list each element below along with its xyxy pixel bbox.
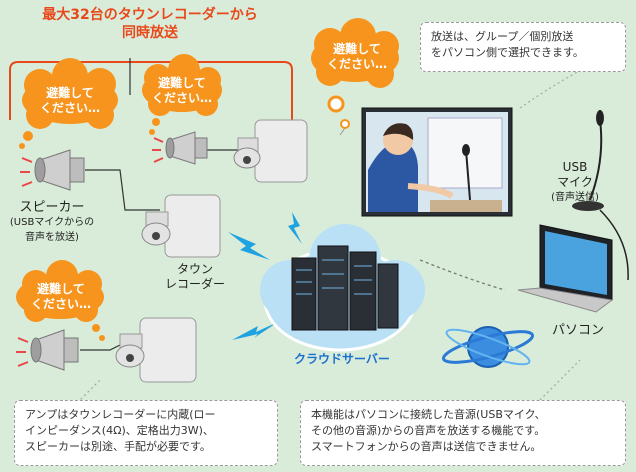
signal-bolt-3 (232, 322, 278, 340)
speaker-label-sub1: (USBマイクからの (9, 217, 95, 228)
note-amplifier: アンプはタウンレコーダーに内蔵(ロー インピーダンス(4Ω)、定格出力3W)、 … (14, 400, 278, 466)
title-line2: 同時放送 (122, 25, 178, 41)
bubble-1-line1: 避難して (46, 86, 94, 100)
speaker-label: スピーカー (USBマイクからの 音声を放送) (0, 200, 104, 245)
bubble-3-line2: ください… (326, 57, 387, 71)
pc-label: パソコン (551, 323, 604, 338)
wire-speaker3 (80, 344, 121, 351)
usb-microphone (572, 110, 629, 281)
town-recorder-2 (141, 194, 221, 258)
cloud-server (260, 224, 425, 352)
note-func-line2: その他の音源)からの音声を放送する機能です。 (311, 424, 546, 437)
note-top-line1: 放送は、グループ／個別放送 (431, 30, 574, 43)
signal-bolt-2 (228, 232, 270, 260)
town-recorder-3 (115, 317, 197, 383)
speech-bubble-2: 避難して ください… (144, 76, 220, 106)
bubble-4-line1: 避難して (37, 282, 85, 296)
speech-bubble-3: 避難して ください… (315, 42, 399, 72)
note-amp-line1: アンプはタウンレコーダーに内蔵(ロー (25, 408, 216, 421)
usb-label-line2: マイク (557, 175, 593, 189)
usb-label-line1: USB (562, 160, 588, 174)
cloud-server-label: クラウドサーバー (294, 352, 390, 366)
group-bracket (9, 61, 293, 120)
title-line1: 最大32台のタウンレコーダーから (42, 7, 258, 23)
diagram-title: 最大32台のタウンレコーダーから 同時放送 (0, 6, 300, 42)
town-recorder-label: タウン レコーダー (150, 262, 240, 292)
bubble-2-line2: ください… (151, 91, 212, 105)
speech-cloud-2 (142, 54, 222, 135)
wire-speaker1 (85, 169, 160, 211)
speaker-label-main: スピーカー (19, 200, 85, 215)
speech-bubble-1: 避難して ください… (28, 86, 112, 116)
note-top-line2: をパソコン側で選択できます。 (431, 46, 584, 59)
note-func-line1: 本機能はパソコンに接続した音源(USBマイク、 (311, 408, 546, 421)
recorder-label-line2: レコーダー (164, 277, 225, 291)
speaker-label-sub2: 音声を放送) (25, 232, 79, 243)
speech-cloud-4 (16, 260, 105, 341)
horn-speaker-3 (16, 329, 79, 371)
speech-cloud-3 (311, 18, 399, 129)
recorder-label-line1: タウン (176, 262, 213, 276)
bubble-4-line2: ください… (30, 297, 91, 311)
note-amp-line2: インピーダンス(4Ω)、定格出力3W)、 (25, 424, 214, 437)
speech-cloud-1 (19, 58, 118, 149)
note-function: 本機能はパソコンに接続した音源(USBマイク、 その他の音源)からの音声を放送す… (300, 400, 626, 466)
globe-icon (441, 326, 535, 368)
town-recorder-1 (233, 119, 308, 183)
note-broadcast-selection: 放送は、グループ／個別放送 をパソコン側で選択できます。 (420, 22, 626, 72)
bubble-3-line1: 避難して (333, 42, 381, 56)
speech-bubble-4: 避難して ください… (20, 282, 102, 312)
laptop (517, 224, 614, 313)
bubble-2-line1: 避難して (158, 76, 206, 90)
pc-monitor-scene (361, 107, 513, 217)
signal-bolt-1 (288, 212, 302, 244)
horn-speaker-1 (20, 149, 85, 191)
usb-mic-label: USB マイク (音声送信) (540, 160, 610, 205)
usb-label-line3: (音声送信) (551, 192, 599, 203)
note-amp-line3: スピーカーは別途、手配が必要です。 (25, 440, 211, 453)
note-func-line3: スマートフォンからの音声は送信できません。 (311, 440, 542, 453)
horn-speaker-2 (152, 131, 208, 165)
bubble-1-line2: ください… (39, 101, 100, 115)
